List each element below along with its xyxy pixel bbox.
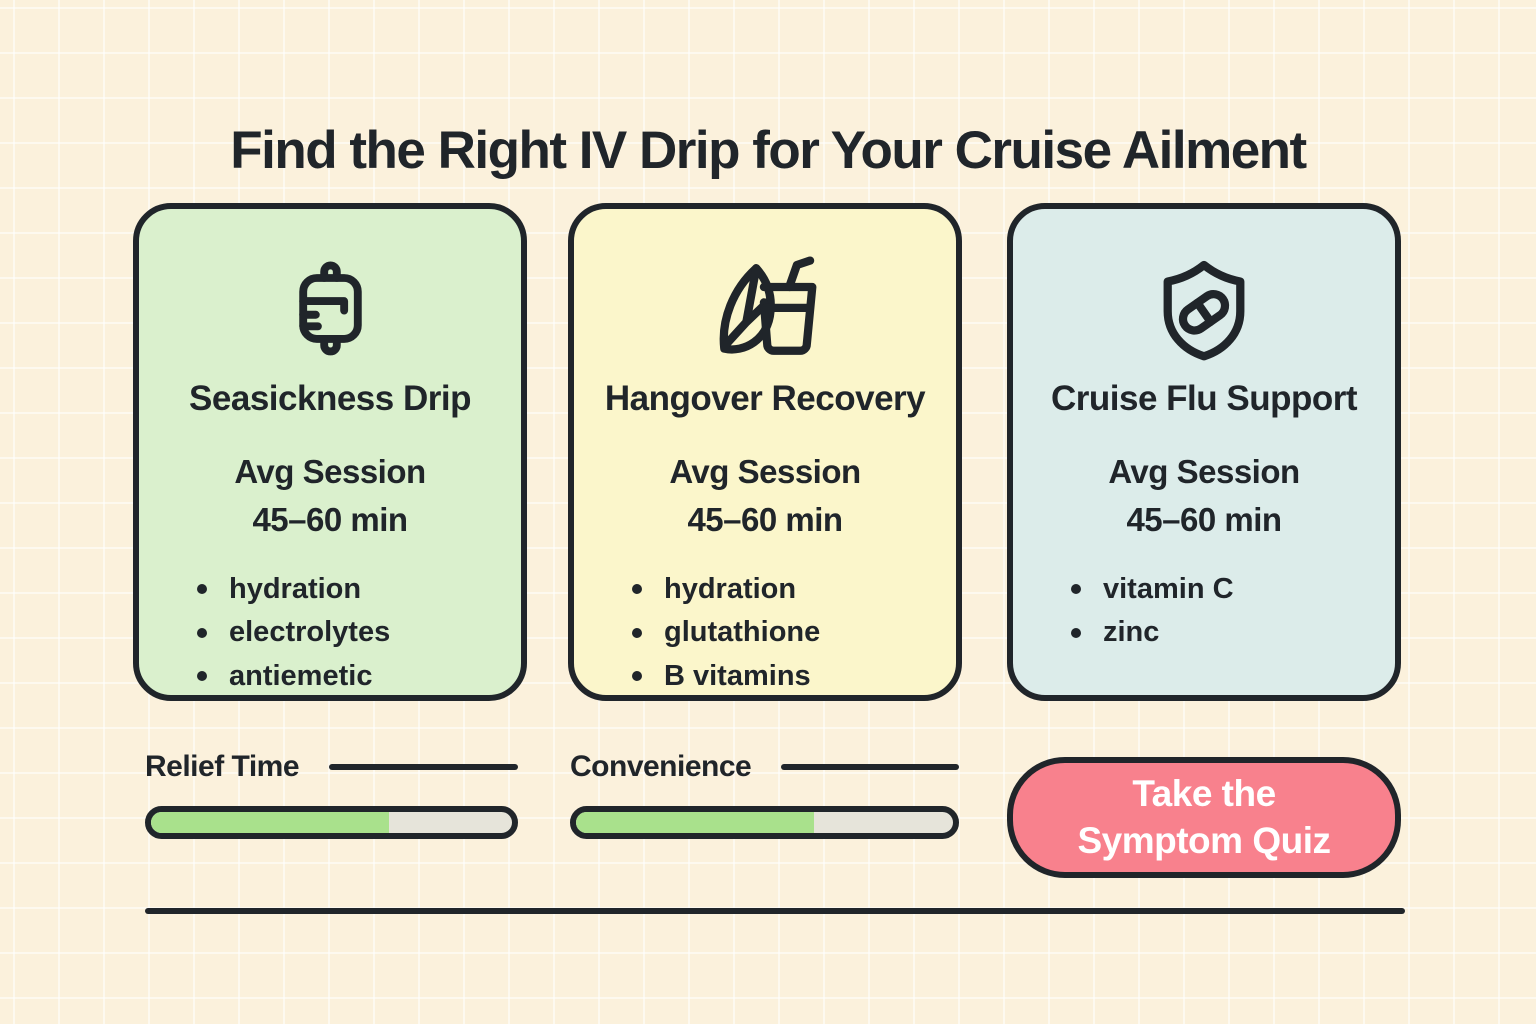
bullet-dot xyxy=(632,584,642,595)
list-item: electrolytes xyxy=(197,611,521,655)
list-item-label: B vitamins xyxy=(664,659,811,692)
meter-label: Convenience xyxy=(570,750,752,783)
convenience-meter: Convenience xyxy=(570,750,959,839)
list-item: B vitamins xyxy=(632,655,956,699)
session-value: 45–60 min xyxy=(1126,500,1282,538)
citrus-drink-icon xyxy=(574,253,956,365)
list-item-label: zinc xyxy=(1103,616,1160,649)
divider-line xyxy=(145,908,1405,914)
bullet-dot xyxy=(1071,627,1081,638)
list-item: glutathione xyxy=(632,611,956,655)
label-rule xyxy=(781,764,959,770)
card-seasickness-drip: Seasickness Drip Avg Session 45–60 min h… xyxy=(133,203,527,701)
session-value: 45–60 min xyxy=(252,500,408,538)
ingredient-list: vitamin C zinc xyxy=(1013,568,1395,655)
session-info: Avg Session 45–60 min xyxy=(139,448,521,544)
ingredient-list: hydration glutathione B vitamins xyxy=(574,568,956,699)
symptom-quiz-button[interactable]: Take the Symptom Quiz xyxy=(1007,757,1401,878)
ingredient-list: hydration electrolytes antiemetic xyxy=(139,568,521,699)
cta-line-2: Symptom Quiz xyxy=(1077,819,1331,861)
bullet-dot xyxy=(1071,584,1081,595)
list-item-label: vitamin C xyxy=(1103,572,1234,605)
bullet-dot xyxy=(197,671,207,682)
meter-fill xyxy=(151,812,390,833)
card-title: Hangover Recovery xyxy=(604,379,926,418)
card-cruise-flu-support: Cruise Flu Support Avg Session 45–60 min… xyxy=(1007,203,1401,701)
meter-fill xyxy=(576,812,814,833)
session-label: Avg Session xyxy=(669,453,861,491)
card-title: Cruise Flu Support xyxy=(1051,379,1358,418)
bullet-dot xyxy=(197,627,207,638)
list-item: zinc xyxy=(1071,611,1395,655)
bullet-dot xyxy=(197,584,207,595)
list-item: vitamin C xyxy=(1071,568,1395,612)
card-hangover-recovery: Hangover Recovery Avg Session 45–60 min … xyxy=(568,203,962,701)
iv-bag-icon xyxy=(139,253,521,365)
list-item-label: electrolytes xyxy=(229,616,391,649)
bullet-dot xyxy=(632,627,642,638)
session-info: Avg Session 45–60 min xyxy=(1013,448,1395,544)
list-item-label: hydration xyxy=(229,572,362,605)
session-value: 45–60 min xyxy=(687,500,843,538)
card-title: Seasickness Drip xyxy=(189,379,471,418)
list-item-label: hydration xyxy=(664,572,797,605)
list-item: hydration xyxy=(197,568,521,612)
list-item: hydration xyxy=(632,568,956,612)
session-label: Avg Session xyxy=(234,453,426,491)
session-info: Avg Session 45–60 min xyxy=(574,448,956,544)
convenience-bar xyxy=(570,806,959,839)
cta-line-1: Take the xyxy=(1132,773,1276,815)
relief-time-meter: Relief Time xyxy=(145,750,518,839)
session-label: Avg Session xyxy=(1108,453,1300,491)
label-rule xyxy=(329,764,518,770)
meter-label: Relief Time xyxy=(145,750,300,783)
bullet-dot xyxy=(632,671,642,682)
list-item-label: antiemetic xyxy=(229,659,373,692)
list-item-label: glutathione xyxy=(664,616,821,649)
list-item: antiemetic xyxy=(197,655,521,699)
page-title: Find the Right IV Drip for Your Cruise A… xyxy=(230,120,1307,180)
shield-pill-icon xyxy=(1013,253,1395,365)
relief-time-bar xyxy=(145,806,518,839)
